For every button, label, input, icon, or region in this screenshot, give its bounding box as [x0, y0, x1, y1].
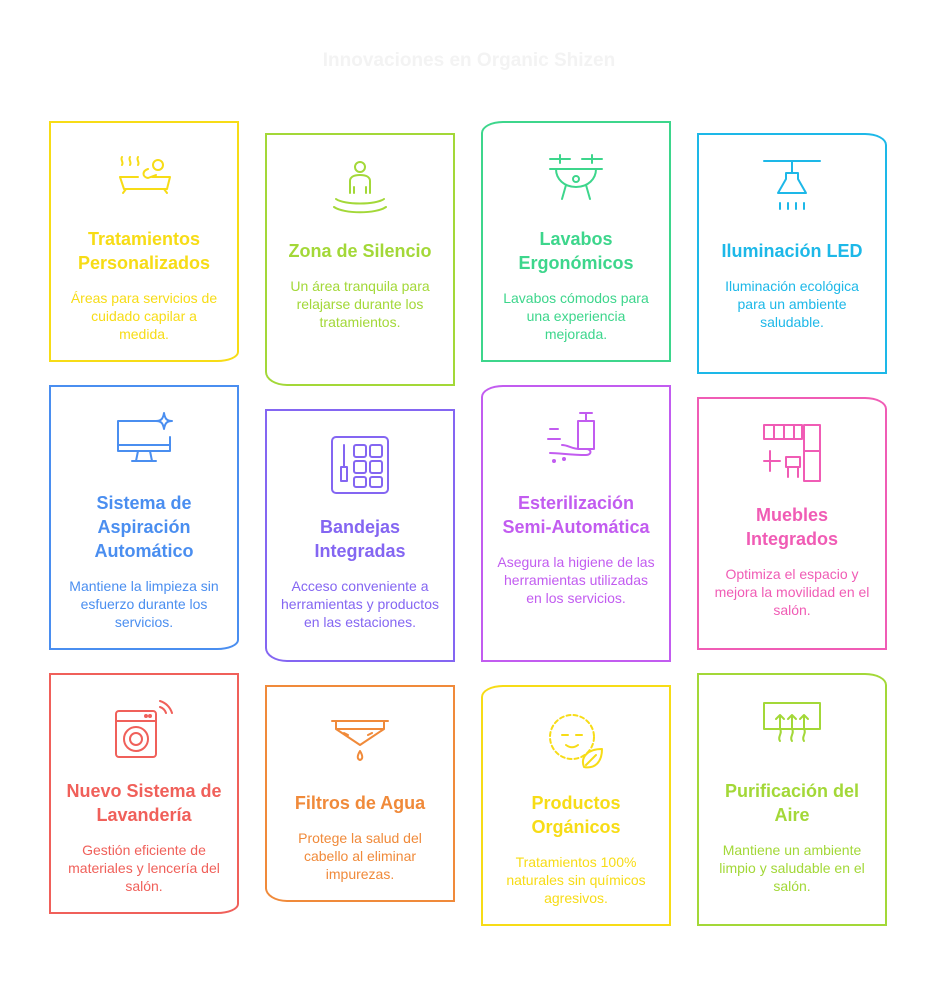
card-bandejas: Bandejas Integradas Acceso conveniente a…: [265, 409, 455, 662]
card-productos: Productos Orgánicos Tratamientos 100% na…: [481, 685, 671, 926]
card-desc: Áreas para servicios de cuidado capilar …: [70, 290, 218, 342]
furniture-icon: [763, 424, 821, 482]
lamp-icon: [763, 160, 821, 210]
card-title: Purificación del Aire: [724, 781, 860, 825]
card-desc: Un área tranquila para relajarse durante…: [290, 278, 430, 330]
card-esterilizacion: Esterilización Semi-Automática Asegura l…: [481, 385, 671, 662]
card-title: Bandejas Integradas: [314, 517, 406, 561]
card-zona-silencio: Zona de Silencio Un área tranquila para …: [265, 133, 455, 386]
card-title: Lavabos Ergonómicos: [518, 229, 634, 273]
card-desc: Protege la salud del cabello al eliminar…: [298, 830, 422, 882]
card-desc: Tratamientos 100% naturales sin químicos…: [506, 854, 646, 906]
meditation-icon: [333, 161, 387, 214]
card-desc: Gestión eficiente de materiales y lencer…: [68, 842, 220, 894]
water-filter-icon: [331, 720, 389, 761]
card-desc: Mantiene la limpieza sin esfuerzo durant…: [69, 578, 219, 630]
washing-machine-icon: [115, 700, 173, 758]
card-title: Zona de Silencio: [288, 241, 432, 261]
card-title: Tratamientos Personalizados: [77, 229, 211, 273]
card-title: Muebles Integrados: [745, 505, 838, 549]
card-filtros: Filtros de Agua Protege la salud del cab…: [265, 685, 455, 902]
card-desc: Acceso conveniente a herramientas y prod…: [281, 578, 439, 630]
card-purificacion: Purificación del Aire Mantiene un ambien…: [697, 673, 887, 926]
card-desc: Asegura la higiene de las herramientas u…: [497, 554, 655, 606]
sink-icon: [549, 154, 603, 200]
card-lavanderia: Nuevo Sistema de Lavandería Gestión efic…: [49, 673, 239, 914]
card-title: Filtros de Agua: [294, 793, 426, 813]
card-title: Productos Orgánicos: [531, 793, 621, 837]
card-iluminacion: Iluminación LED Iluminación ecológica pa…: [697, 133, 887, 374]
bathtub-icon: [119, 156, 171, 194]
card-title: Sistema de Aspiración Automático: [94, 493, 194, 561]
organic-leaf-icon: [549, 714, 603, 769]
card-title: Esterilización Semi-Automática: [502, 493, 650, 537]
card-tratamientos: Tratamientos Personalizados Áreas para s…: [49, 121, 239, 362]
card-desc: Mantiene un ambiente limpio y saludable …: [719, 842, 865, 894]
sanitizer-icon: [547, 412, 595, 463]
card-desc: Iluminación ecológica para un ambiente s…: [725, 278, 859, 330]
card-lavabos: Lavabos Ergonómicos Lavabos cómodos para…: [481, 121, 671, 362]
air-purifier-icon: [763, 702, 821, 742]
palette-tray-icon: [331, 436, 389, 494]
card-desc: Lavabos cómodos para una experiencia mej…: [503, 290, 649, 342]
monitor-sparkle-icon: [117, 412, 173, 462]
page-title: Innovaciones en Organic Shizen: [322, 50, 616, 71]
card-desc: Optimiza el espacio y mejora la movilida…: [714, 566, 870, 618]
card-muebles: Muebles Integrados Optimiza el espacio y…: [697, 397, 887, 650]
card-title: Nuevo Sistema de Lavandería: [66, 781, 222, 825]
card-title: Iluminación LED: [721, 241, 863, 261]
card-aspiracion: Sistema de Aspiración Automático Mantien…: [49, 385, 239, 650]
